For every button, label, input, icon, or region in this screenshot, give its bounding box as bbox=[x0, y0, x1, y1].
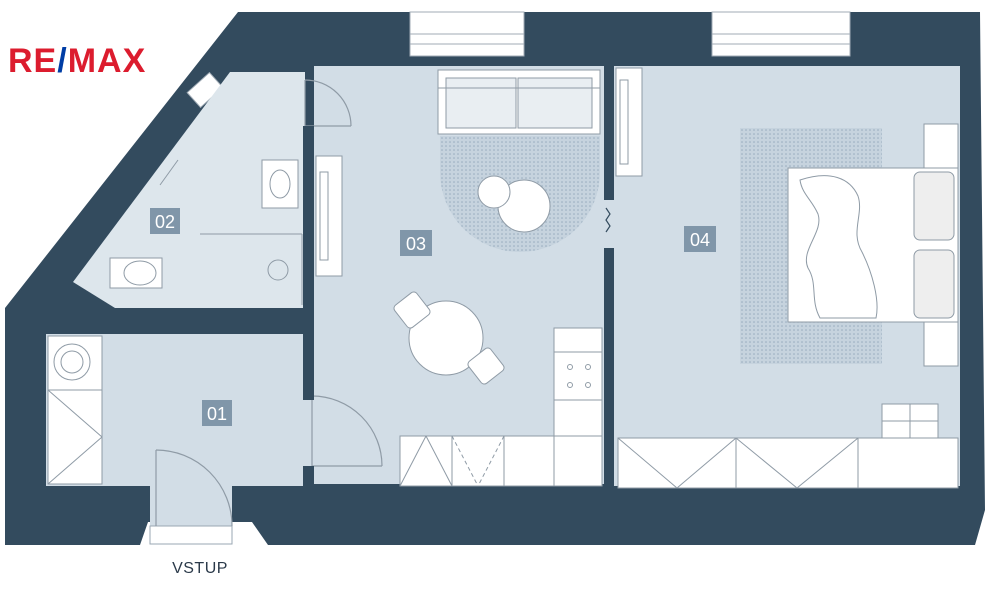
doorway-entry bbox=[303, 400, 317, 466]
dining-table bbox=[408, 300, 484, 376]
dining-chair-right bbox=[467, 347, 505, 385]
dining-chair-left bbox=[393, 291, 431, 329]
room-label-text: 04 bbox=[690, 230, 710, 250]
remax-logo: RE/MAX bbox=[8, 42, 146, 80]
entrance-label: VSTUP bbox=[172, 560, 228, 577]
blanket bbox=[799, 175, 878, 319]
logo-text: RE/MAX bbox=[8, 42, 146, 80]
living-room-door bbox=[311, 395, 383, 467]
room-label-text: 02 bbox=[155, 212, 175, 232]
room-label-04: 04 bbox=[684, 226, 716, 252]
room-label-03: 03 bbox=[400, 230, 432, 256]
kitchen-counter-side bbox=[553, 399, 603, 437]
sink bbox=[261, 159, 299, 209]
coffee-table-small bbox=[477, 175, 511, 209]
shower-drain bbox=[267, 259, 289, 281]
wardrobe bbox=[47, 389, 103, 485]
kitchen bbox=[399, 327, 603, 487]
cooktop bbox=[553, 351, 603, 401]
bedroom-closet-row bbox=[617, 437, 959, 489]
entrance-door bbox=[155, 449, 233, 527]
room-label-text: 03 bbox=[406, 234, 426, 254]
room-label-02: 02 bbox=[150, 208, 180, 234]
toilet bbox=[109, 257, 163, 289]
entrance-threshold bbox=[149, 525, 233, 545]
room-02-floor bbox=[73, 72, 305, 308]
pillow-top bbox=[913, 171, 955, 241]
nightstand-top bbox=[923, 123, 959, 169]
nightstand-bottom bbox=[923, 321, 959, 367]
room-01-entry-floor bbox=[150, 484, 232, 528]
partition-02-03 bbox=[303, 126, 314, 308]
partition-01-03-low bbox=[303, 466, 314, 486]
hall-furniture bbox=[47, 335, 103, 485]
partition-03-04 bbox=[604, 66, 614, 486]
partition-01-03 bbox=[303, 334, 314, 400]
bathroom-fixtures bbox=[109, 159, 303, 305]
windows bbox=[186, 11, 851, 109]
room-label-text: 01 bbox=[207, 404, 227, 424]
kitchen-counter bbox=[399, 435, 603, 487]
kitchen-column bbox=[553, 327, 603, 353]
room-label-01: 01 bbox=[202, 400, 232, 426]
living-room-furniture bbox=[315, 69, 601, 385]
bedroom-furniture bbox=[615, 67, 959, 489]
partition-01-02 bbox=[40, 308, 314, 334]
pillow-bottom bbox=[913, 249, 955, 319]
